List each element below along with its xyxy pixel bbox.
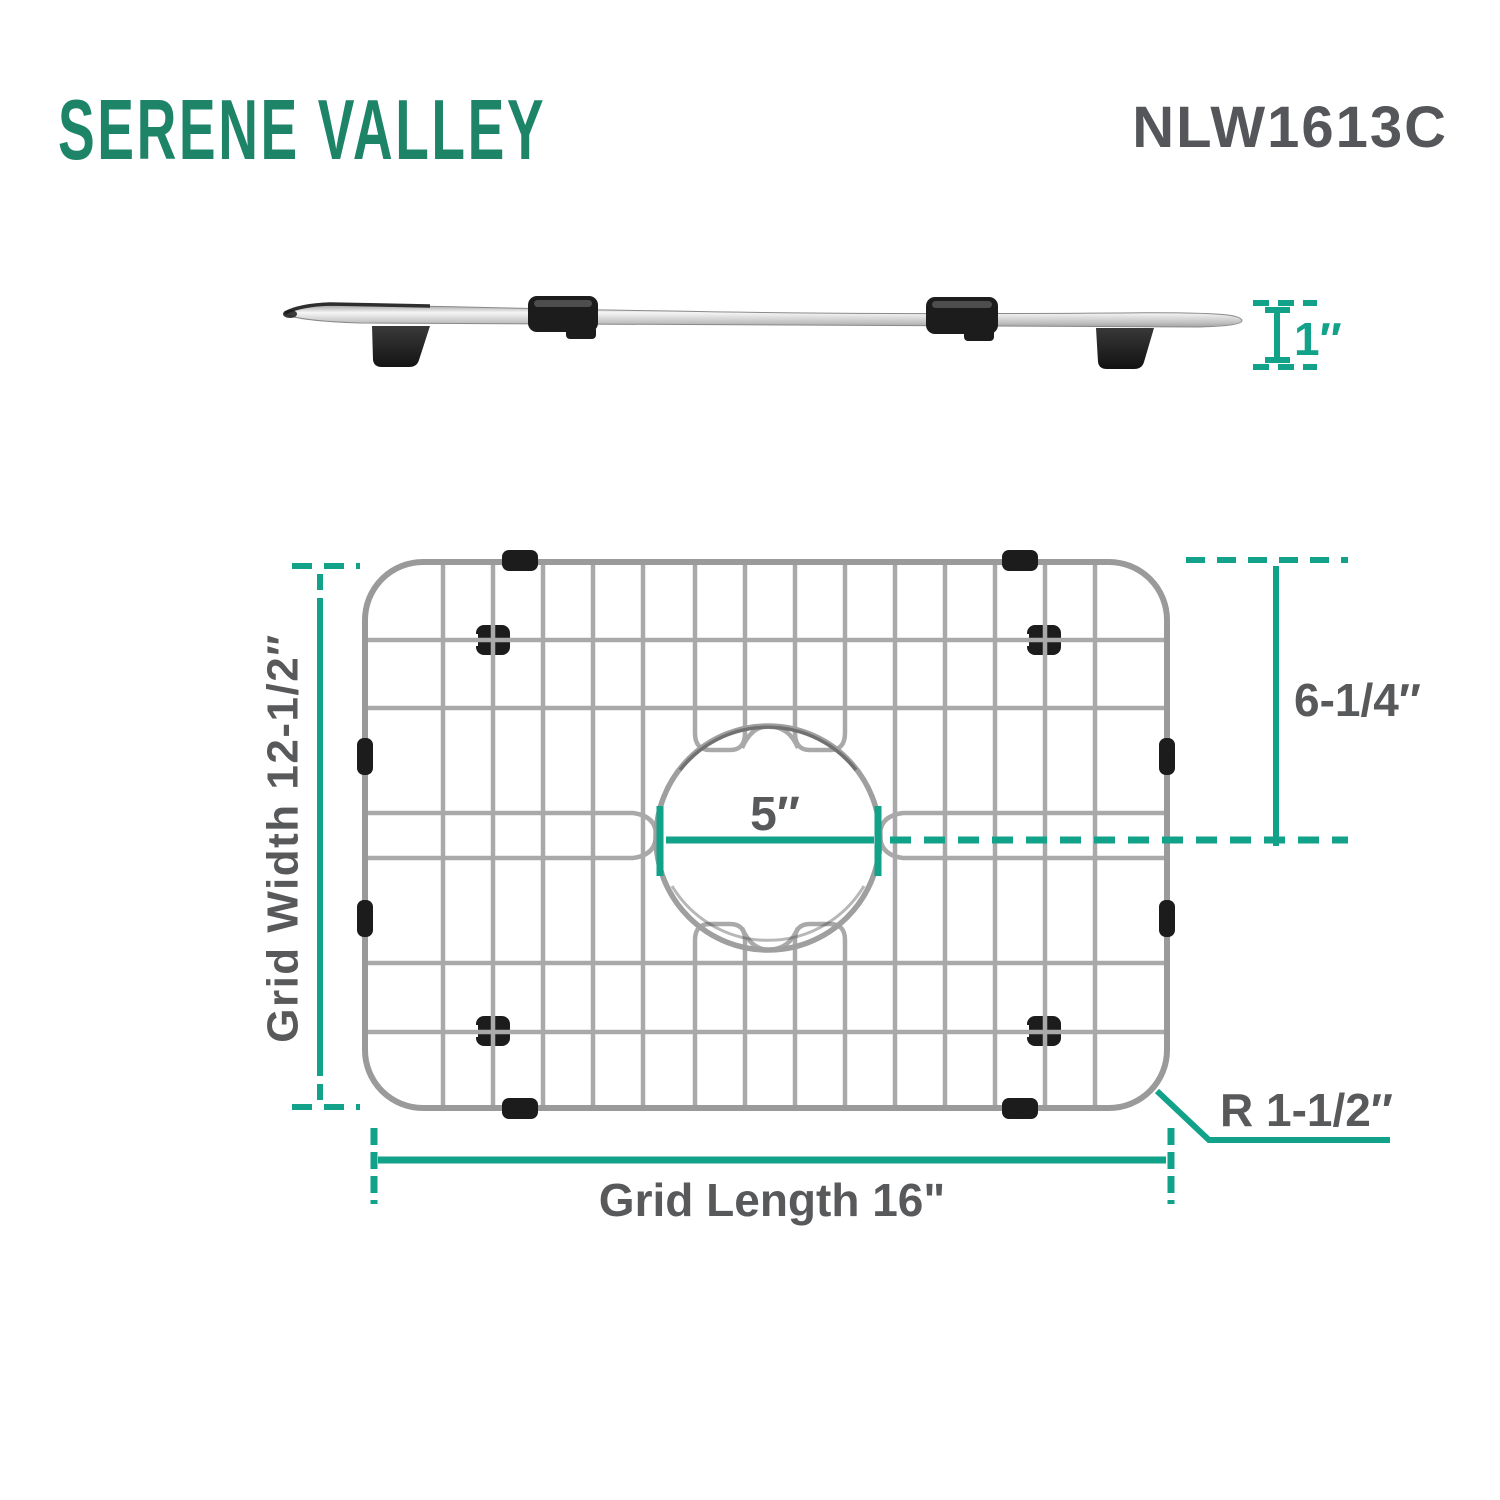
side-view-left-clip [528,296,598,339]
drain-ring-bottom-shading [670,885,866,942]
drain-ring-top-shading [678,725,858,772]
grid-upper-hairpin-wires [692,565,848,753]
grid-middle-wire-left-loop [368,810,659,861]
grid-drain-tangent-wires [739,723,801,953]
grid-width-label: Grid Width 12-1/2″ [259,633,308,1043]
brand-logo: SERENE VALLEY [58,81,547,178]
grid-horizontal-wires [368,637,1164,1035]
drain-offset-dimension [1186,557,1348,846]
grid-vertical-wires [440,565,1098,1105]
model-number: NLW1613C [1132,95,1448,160]
dimension-lines [292,300,1390,1204]
corner-radius-label: R 1-1/2″ [1220,1084,1393,1136]
corner-radius-leader [1154,1088,1390,1143]
grid-edge-clips [502,550,1038,1119]
grid-side-bumpers [357,738,1175,937]
front-view [357,550,1175,1119]
side-view-right-clip [926,297,998,341]
grid-length-dimension [370,1128,1175,1204]
side-view [282,296,1243,369]
grid-middle-wire-right-loop [877,810,1164,861]
height-dimension [1253,300,1317,370]
drain-diameter-dimension [656,806,1348,876]
side-view-bar-tip [283,310,297,318]
drain-offset-label: 6-1/4″ [1294,674,1421,726]
side-view-left-foot [372,326,430,367]
side-view-right-foot [1096,328,1154,369]
grid-length-label: Grid Length 16" [599,1174,945,1226]
side-view-bar [282,304,1243,328]
grid-frame [362,559,1170,1111]
height-dimension-label: 1″ [1294,313,1342,365]
drain-diameter-label: 5″ [750,788,800,841]
grid-width-dimension [292,563,360,1110]
dimension-labels: 1″ Grid Width 12-1/2″ 6-1/4″ 5″ R 1-1/2″… [259,313,1421,1226]
